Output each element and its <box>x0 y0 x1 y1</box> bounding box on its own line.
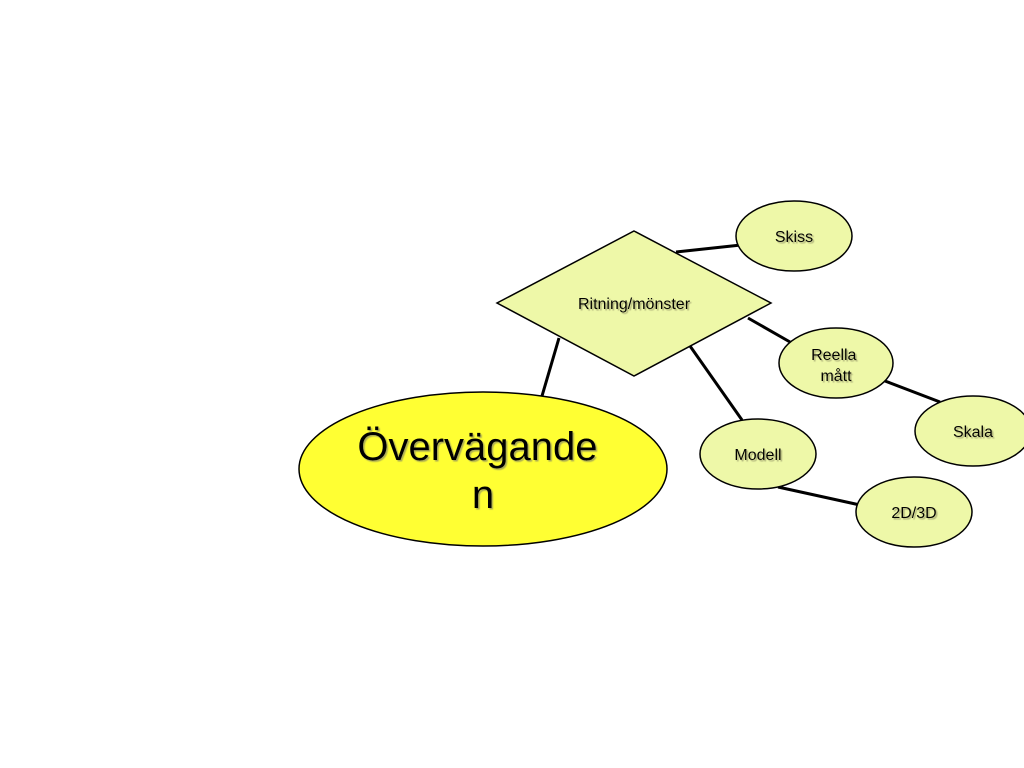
node-reella-matt-ellipse <box>778 327 894 399</box>
node-skala-label: Skala <box>953 424 993 441</box>
connector-reella-skala <box>884 379 941 404</box>
node-skiss-ellipse <box>735 200 853 272</box>
connector-modell-dim <box>777 485 861 507</box>
main-topic-line-2: n <box>472 473 494 517</box>
connector-hub-modell <box>688 345 744 421</box>
connector-main-hub <box>540 337 561 397</box>
connector-hub-reella <box>747 316 791 344</box>
main-topic-line-1: Övervägande <box>357 425 597 469</box>
hub-diamond <box>495 230 773 377</box>
node-skiss-label: Skiss <box>775 229 813 246</box>
node-2d-3d-ellipse <box>855 476 973 548</box>
node-modell-label: Modell <box>734 447 781 464</box>
node-reella-matt-line-1: Reella <box>811 347 856 364</box>
node-skala: Skala <box>914 395 1024 467</box>
main-topic-node: Övervägande n <box>298 391 668 547</box>
node-2d-3d: 2D/3D <box>855 476 973 548</box>
node-reella-matt-line-2: mått <box>820 367 852 385</box>
node-reella-matt: Reella mått <box>778 327 894 399</box>
main-topic-ellipse <box>298 391 668 547</box>
hub-node: Ritning/mönster <box>495 230 773 377</box>
node-modell-ellipse <box>699 418 817 490</box>
node-reella-matt-label: Reella mått <box>811 347 861 385</box>
node-2d-3d-label: 2D/3D <box>891 505 936 522</box>
node-modell: Modell <box>699 418 817 490</box>
main-topic-label: Övervägande n <box>357 425 608 517</box>
connector-hub-skiss <box>675 243 742 254</box>
node-skala-ellipse <box>914 395 1024 467</box>
node-skiss: Skiss <box>735 200 853 272</box>
hub-label: Ritning/mönster <box>578 296 691 313</box>
